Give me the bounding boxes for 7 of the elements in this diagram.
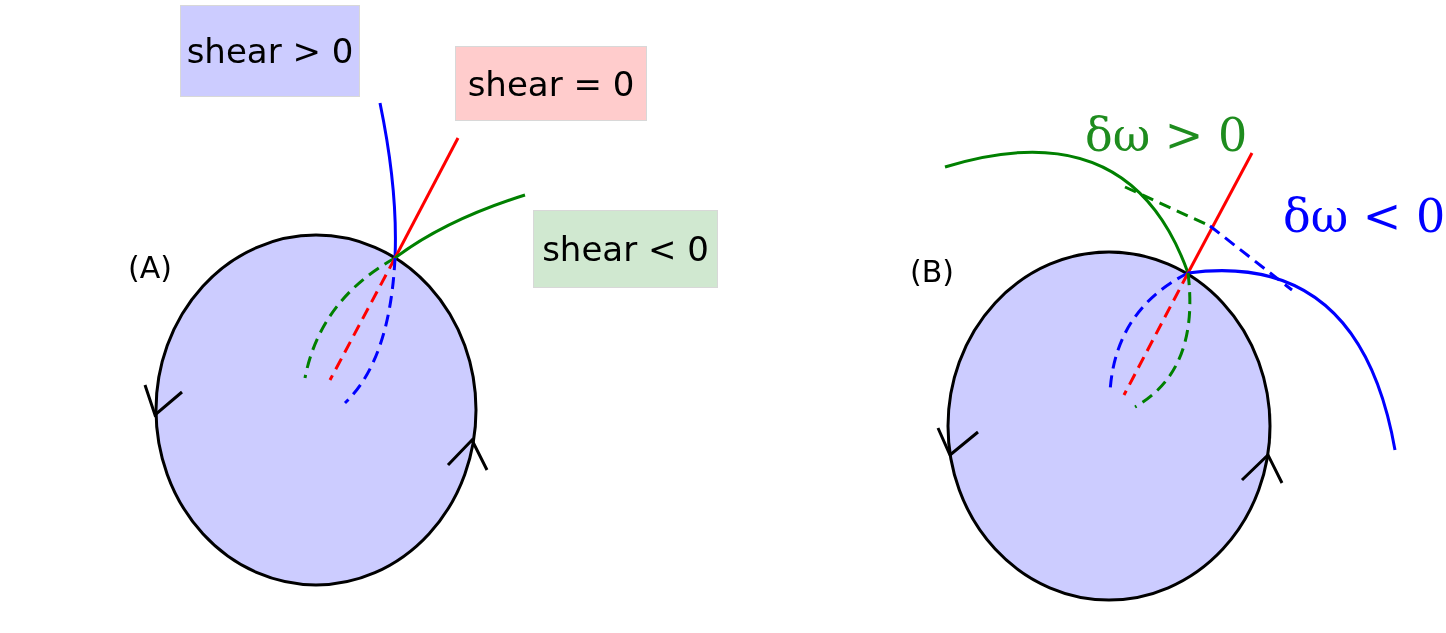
curve-label: δω > 0	[1085, 112, 1248, 158]
label-box: shear = 0	[455, 46, 647, 121]
panel-label: (A)	[128, 253, 172, 283]
curve-label: δω < 0	[1283, 193, 1446, 239]
label-box: shear > 0	[180, 5, 360, 97]
panel-label: (B)	[910, 257, 954, 287]
label-box: shear < 0	[533, 210, 718, 288]
